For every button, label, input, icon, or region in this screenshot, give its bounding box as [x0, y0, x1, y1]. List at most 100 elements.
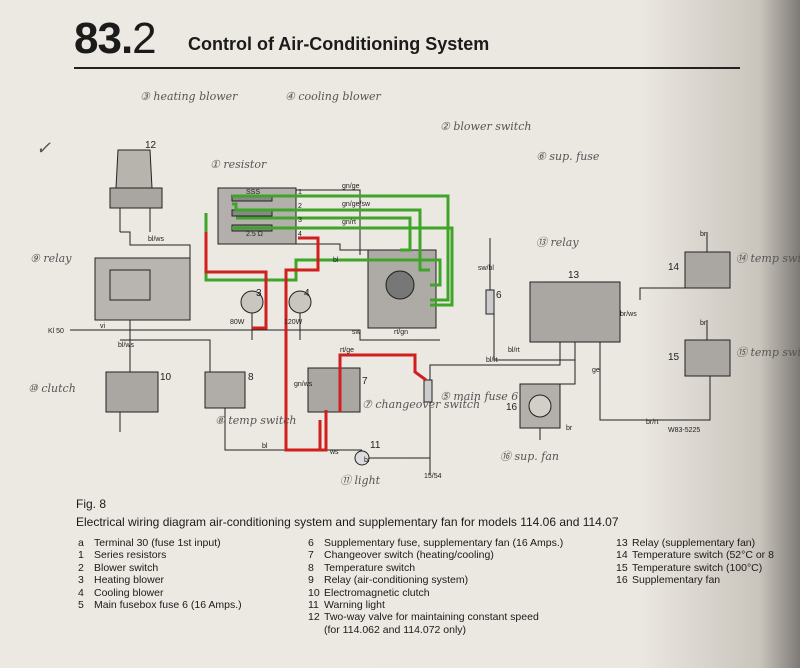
- legend-text: Relay (supplementary fan): [632, 537, 756, 549]
- label-br-14: br: [700, 231, 707, 238]
- changeover-switch-body: [307, 367, 361, 413]
- legend-key: 9: [308, 574, 314, 587]
- legend-key: 6: [308, 537, 314, 549]
- label-br-16: br: [566, 425, 573, 432]
- label-br-15: br: [700, 320, 707, 327]
- label-ws: ws: [329, 449, 339, 456]
- legend-item: 16 Supplementary fan: [616, 574, 774, 586]
- legend-text: Warning light: [324, 599, 385, 612]
- legend-key: 12: [308, 611, 320, 624]
- label-blws-2: bl/ws: [118, 342, 134, 349]
- legend-item: 13 Relay (supplementary fan): [616, 537, 774, 549]
- note-check: ✓: [36, 138, 51, 159]
- note-relay-9: ⑨ relay: [30, 252, 72, 265]
- legend-key: 16: [616, 574, 628, 587]
- legend-key: 8: [308, 561, 314, 574]
- legend-column-2: 6 Supplementary fuse, supplementary fan (…: [308, 537, 563, 636]
- legend-key: 3: [78, 574, 84, 587]
- num-11: 11: [370, 440, 381, 451]
- label-gnsw: gn/ge/sw: [342, 201, 371, 208]
- legend-text: Blower switch: [94, 561, 159, 574]
- note-clutch: ⑩ clutch: [28, 382, 76, 395]
- label-sss: SSS: [246, 189, 260, 196]
- label-kl50: Kl 50: [48, 328, 64, 335]
- num-15: 15: [668, 352, 680, 363]
- num-13: 13: [568, 270, 580, 281]
- legend-text: Series resistors: [94, 549, 167, 562]
- legend-text: Temperature switch (52°C or 8: [632, 549, 774, 562]
- legend-key: a: [78, 537, 84, 549]
- figure-label: Fig. 8: [76, 497, 107, 511]
- note-cooling-blower: ④ cooling blower: [285, 90, 382, 103]
- section-number: 83.2: [74, 14, 157, 63]
- legend-key: 4: [78, 586, 84, 599]
- legend-key: 15: [616, 561, 628, 574]
- num-4: 4: [304, 288, 310, 299]
- legend-item: 6 Supplementary fuse, supplementary fan (…: [308, 537, 563, 549]
- legend-key: 2: [78, 561, 84, 574]
- legend-text: Two-way valve for maintaining constant s…: [324, 611, 539, 624]
- num-12: 12: [145, 140, 157, 151]
- two-way-valve: [109, 149, 163, 232]
- num-16: 16: [506, 402, 518, 413]
- num-6: 6: [496, 290, 502, 301]
- note-relay-13: ⑬ relay: [536, 236, 579, 249]
- note-temp-14: ⑭ temp switch: [736, 252, 800, 265]
- label-r3: 3: [298, 217, 302, 224]
- note-sup-fuse: ⑥ sup. fuse: [536, 150, 600, 163]
- page-title: Control of Air-Conditioning System: [188, 34, 490, 54]
- legend-key: 7: [308, 549, 314, 562]
- header-rule: [74, 67, 740, 69]
- label-bl: bl: [333, 257, 339, 264]
- num-3: 3: [256, 288, 262, 299]
- sup-fuse-body: [485, 289, 495, 315]
- relay-13-body: [529, 281, 621, 343]
- note-temp-15: ⑮ temp switch: [736, 346, 800, 359]
- note-temp-switch-8: ⑧ temp switch: [215, 414, 297, 427]
- note-heating-blower: ③ heating blower: [140, 90, 238, 103]
- legend-text: Supplementary fan: [632, 574, 721, 587]
- legend-item: 7 Changeover switch (heating/cooling): [308, 549, 563, 561]
- wiring-diagram: gn/ge gn/ge/sw gn/rt bl/ws bl/ws bl sw r…: [28, 90, 800, 487]
- temp-switch-15-body: [684, 339, 731, 377]
- label-code: W83-5225: [668, 427, 700, 434]
- label-gnrt: gn/rt: [342, 219, 356, 226]
- red-wire-group: [204, 232, 427, 452]
- label-blrt: bl/rt: [508, 347, 520, 354]
- label-blws: bl/ws: [148, 236, 164, 243]
- legend-text: Changeover switch (heating/cooling): [324, 549, 494, 562]
- label-bl-2: bl: [262, 443, 268, 450]
- legend-item: 9 Relay (air-conditioning system): [308, 574, 563, 586]
- label-rtge: rt/ge: [340, 347, 354, 354]
- legend-key: 10: [308, 586, 320, 599]
- num-7: 7: [362, 376, 368, 387]
- label-1554: 15/54: [424, 473, 442, 480]
- legend-text: Electromagnetic clutch: [324, 586, 430, 599]
- label-gnge: gn/ge: [342, 183, 360, 190]
- legend-text: Supplementary fuse, supplementary fan (1…: [324, 537, 564, 549]
- temp-switch-8-body: [204, 371, 246, 409]
- note-main-fuse: ⑤ main fuse 6: [440, 390, 518, 403]
- label-120w: 120W: [284, 319, 303, 326]
- legend-text: Relay (air-conditioning system): [324, 574, 469, 587]
- legend-key: 13: [616, 537, 628, 549]
- label-rtgn: rt/gn: [394, 329, 408, 336]
- relay-9-body: [94, 257, 191, 321]
- label-ge: ge: [592, 367, 600, 374]
- green-wire-group: [204, 194, 454, 307]
- label-blrt-2: bl/rt: [486, 357, 498, 364]
- label-vi: vi: [100, 323, 106, 330]
- legend-item: 2 Blower switch: [78, 562, 242, 574]
- label-gnws: gn/ws: [294, 381, 313, 388]
